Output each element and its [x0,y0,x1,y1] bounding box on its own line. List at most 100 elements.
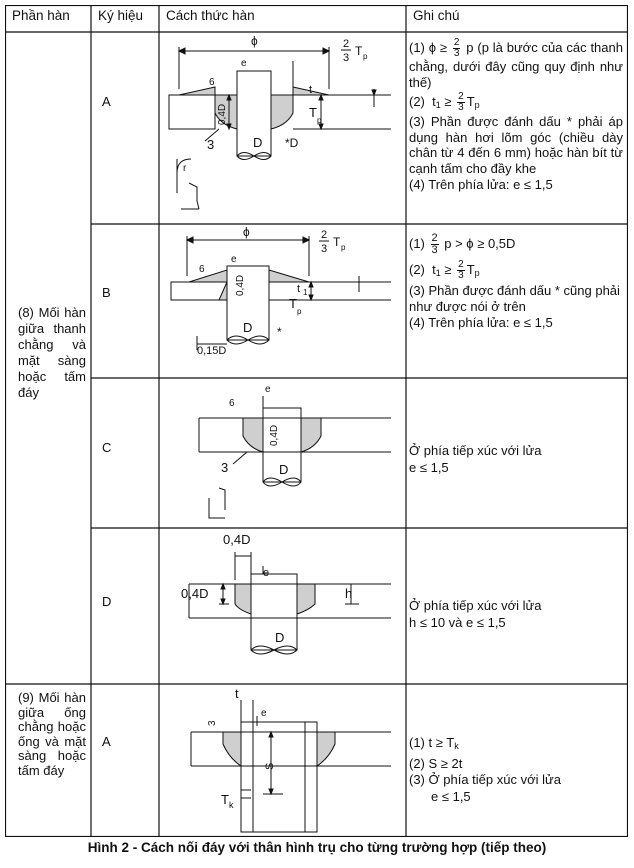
diagram-8a: ϕ 6 e 0,4D D *D 3 r t T p 2 3 T p [168,34,391,210]
label-d: D [279,462,288,477]
label-frac-num: 2 [343,38,349,50]
label-d: D [243,320,252,335]
label-frac-num: 2 [321,229,327,241]
label-t1: t [297,283,300,295]
label-04d: 0,4D [235,275,246,296]
notes-9a: (1) t ≥ Tk (2) S ≥ 2t (3) Ở phía tiếp xú… [409,735,623,805]
label-e: e [241,58,247,69]
note-8b-2-tp: T [466,261,475,277]
note-8a-2-tp-sub: p [474,99,480,110]
label-d: D [253,135,262,150]
notes-8c: Ở phía tiếp xúc với lửa e ≤ 1,5 [409,443,623,476]
frac-num: 2 [452,37,461,49]
frac-den: 3 [458,102,464,113]
group-9-label: (9) Mối hàn giữa ống chằng hoặc ống và m… [18,690,86,778]
label-tp: T [309,105,317,120]
notes-8d: Ở phía tiếp xúc với lửa h ≤ 10 và e ≤ 1,… [409,598,623,631]
diagram-8d: 0,4D 0,4D e D h [181,532,391,655]
label-e: e [263,567,269,579]
note-8a-1-phi: ϕ ≥ [428,39,448,55]
note-8b-3: (3) Phần được đánh dấu * cũng phải như đ… [409,283,620,314]
note-8a-2-ge: ≥ [444,93,452,109]
header-notes: Ghi chú [413,8,460,23]
label-t: t [309,84,312,96]
note-8c-1: Ở phía tiếp xúc với lửa [409,443,542,458]
symbol-8c: C [102,440,112,455]
label-frac-tp: T [333,235,341,249]
frac-num: 2 [457,91,465,103]
note-8c-2: e ≤ 1,5 [409,459,449,475]
label-tp-sub: p [317,116,322,125]
note-8b-2-tp-sub: p [474,267,480,278]
note-8a-2-prefix: (2) [409,93,425,109]
note-9a-4: e ≤ 1,5 [431,788,471,804]
label-3: 3 [221,460,228,475]
label-h: h [345,586,352,601]
label-6: 6 [199,264,205,275]
note-8b-2-t-sub: 1 [435,267,441,278]
symbol-9a: A [102,734,111,749]
note-8b-2-ge: ≥ [444,261,452,277]
label-frac-tp: T [355,44,363,58]
label-tp: T [289,296,297,311]
header-method: Cách thức hàn [166,8,255,23]
label-d: D [275,630,284,645]
label-r: r [183,163,187,174]
note-8d-1: Ở phía tiếp xúc với lửa [409,598,542,613]
label-star: * [277,325,282,339]
table-grid [5,5,628,837]
label-e: e [231,254,237,265]
label-tk: T [221,792,229,807]
label-s: S [264,763,276,770]
label-6: 6 [209,77,215,88]
note-8d-2: h ≤ 10 và e ≤ 1,5 [409,614,506,630]
label-04d-left: 0,4D [181,586,208,601]
symbol-8d: D [102,594,112,609]
label-3: 3 [207,137,214,152]
note-8b-1-text: p > ϕ ≥ 0,5D [444,235,516,251]
diagram-8b: ϕ 6 e 0,4D D * 0,15D T p t 1 2 3 T p [170,226,391,357]
note-8a-1-prefix: (1) [409,39,425,55]
label-3: 3 [207,720,218,726]
symbol-8b: B [102,285,111,300]
frac-den: 3 [431,244,438,256]
diagram-8c: 6 e 0,4D D 3 [198,384,391,519]
group-8-label: (8) Mối hàn giữa thanh chằng và mặt sàng… [18,305,86,400]
note-8a-2-t-sub: 1 [435,99,441,110]
label-t: t [235,686,239,701]
note-9a-1-sub: k [454,741,459,751]
note-8a-1-text: p (p là bước của các thanh chằng, dưới đ… [409,39,623,90]
label-04d-top: 0,4D [223,532,250,547]
note-9a-1: (1) t ≥ T [409,735,455,750]
label-frac-tp-sub: p [363,52,368,61]
label-t1-sub: 1 [303,288,308,297]
label-e: e [261,708,267,719]
label-star-d: *D [285,136,299,150]
label-frac-tp-sub: p [341,243,346,252]
label-frac-den: 3 [343,52,349,64]
header-part: Phần hàn [12,8,70,23]
label-tk-sub: k [229,800,234,810]
header-symbol: Ký hiệu [98,8,144,23]
note-9a-2: (2) S ≥ 2t [409,755,463,771]
label-6: 6 [229,398,235,409]
symbol-8a: A [102,94,111,109]
label-phi: ϕ [251,34,258,48]
note-8b-2-t: t [432,261,436,277]
note-8b-4: (4) Trên phía lửa: e ≤ 1,5 [409,315,553,331]
label-015d: 0,15D [197,345,226,357]
frac-num: 2 [457,259,465,271]
note-9a-3: (3) Ở phía tiếp xúc với lửa [409,772,561,787]
frac-num: 2 [430,232,439,245]
frac-den: 3 [458,270,464,281]
label-frac-den: 3 [321,243,327,255]
frac-den: 3 [453,48,460,59]
note-8a-2-t: t [432,93,436,109]
label-e: e [265,384,271,395]
